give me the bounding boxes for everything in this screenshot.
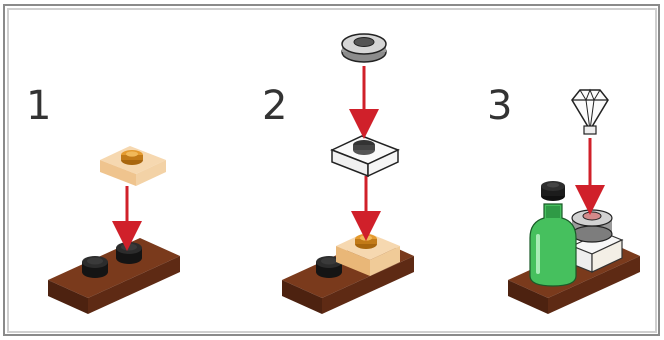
step-number-2: 2 bbox=[262, 83, 288, 129]
step-1-illustration bbox=[48, 146, 180, 314]
panel-outer-border bbox=[3, 4, 660, 336]
dark-round-plate-left bbox=[82, 256, 108, 278]
dark-round-plate-left bbox=[316, 256, 342, 278]
silver-round-plate bbox=[341, 33, 387, 63]
brown-base-plate bbox=[48, 238, 180, 314]
panel-inner-border bbox=[7, 8, 657, 333]
dark-round-plate-right bbox=[116, 242, 142, 264]
step-2-illustration bbox=[282, 33, 414, 314]
step-3-illustration bbox=[508, 88, 640, 314]
trans-orange-plate bbox=[100, 146, 166, 186]
green-bottle bbox=[529, 181, 577, 287]
step-number-1: 1 bbox=[26, 83, 52, 129]
clear-gem bbox=[571, 88, 609, 135]
trans-clear-plate bbox=[330, 135, 400, 178]
step-number-3: 3 bbox=[487, 83, 513, 129]
silver-round-plate bbox=[571, 209, 613, 243]
